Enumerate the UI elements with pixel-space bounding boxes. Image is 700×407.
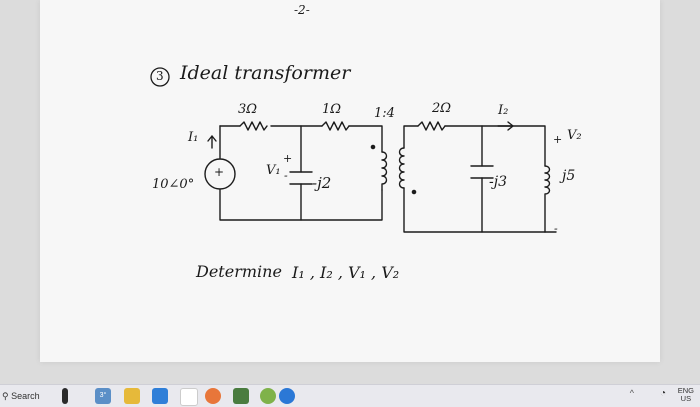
i1-arrow <box>207 135 217 149</box>
secondary-coil <box>398 147 405 189</box>
task-view-icon[interactable] <box>62 388 68 404</box>
v1-minus: - <box>284 169 288 182</box>
label-ratio: 1:4 <box>374 106 395 121</box>
label-v2: V₂ <box>567 128 582 143</box>
source-sign: + <box>214 165 225 179</box>
problem-number: 3 <box>156 69 164 83</box>
wire-to-primary <box>348 125 383 153</box>
primary-coil <box>381 151 388 191</box>
taskbar-search[interactable]: ⚲ Search <box>0 388 52 404</box>
secondary-dot <box>411 189 417 195</box>
i2-arrow <box>497 121 514 131</box>
edge-icon[interactable] <box>279 388 295 404</box>
v2-minus: - <box>554 222 558 235</box>
firefox-icon[interactable] <box>205 388 221 404</box>
label-cap-j2: -j2 <box>312 174 332 192</box>
search-icon: ⚲ <box>2 391 9 401</box>
weather-label: 3° <box>99 392 107 399</box>
language-indicator[interactable]: ENG US <box>678 387 694 403</box>
file-explorer-icon[interactable] <box>124 388 140 404</box>
resistor-1ohm <box>321 121 350 131</box>
region-code: US <box>680 394 692 403</box>
label-i1: I₁ <box>188 130 199 145</box>
instruction-text: Determine <box>196 262 282 281</box>
weather-icon[interactable]: 3° <box>95 388 111 404</box>
resistor-2ohm <box>417 121 446 131</box>
notebook-page <box>40 0 660 362</box>
inductor-j5 <box>544 165 551 233</box>
mail-icon[interactable] <box>152 388 168 404</box>
wire-sec-mid <box>444 125 546 167</box>
search-label: Search <box>11 391 40 401</box>
problem-number-circle <box>150 67 170 87</box>
label-r3: 2Ω <box>432 101 452 116</box>
problem-title: Ideal transformer <box>180 62 351 84</box>
label-r2: 1Ω <box>322 102 342 117</box>
unknowns-text: I₁ , I₂ , V₁ , V₂ <box>292 263 400 282</box>
label-v1: V₁ <box>266 163 281 178</box>
label-source: 10∠0° <box>152 177 195 192</box>
app-icon[interactable] <box>233 388 249 404</box>
resistor-3ohm <box>239 121 268 131</box>
label-inductor-j5: j5 <box>562 168 576 184</box>
store-icon[interactable] <box>260 388 276 404</box>
chevron-up-icon[interactable]: ^ <box>629 388 634 398</box>
taskbar: ⚲ Search 3° ^ ◔ ENG US <box>0 384 700 407</box>
v1-plus: + <box>283 152 293 165</box>
chrome-icon[interactable] <box>180 388 198 406</box>
label-i2: I₂ <box>498 103 509 118</box>
page-number: -2- <box>294 3 310 17</box>
v2-plus: + <box>553 133 563 146</box>
wifi-icon[interactable]: ◔ <box>659 388 666 399</box>
wire-sec-top <box>403 125 419 149</box>
wire-sec-bottom <box>403 187 546 233</box>
label-cap-j3: -j3 <box>489 174 507 190</box>
language-code: ENG <box>677 386 694 395</box>
voltage-source <box>204 158 236 190</box>
label-r1: 3Ω <box>238 102 258 117</box>
primary-dot <box>370 144 376 150</box>
